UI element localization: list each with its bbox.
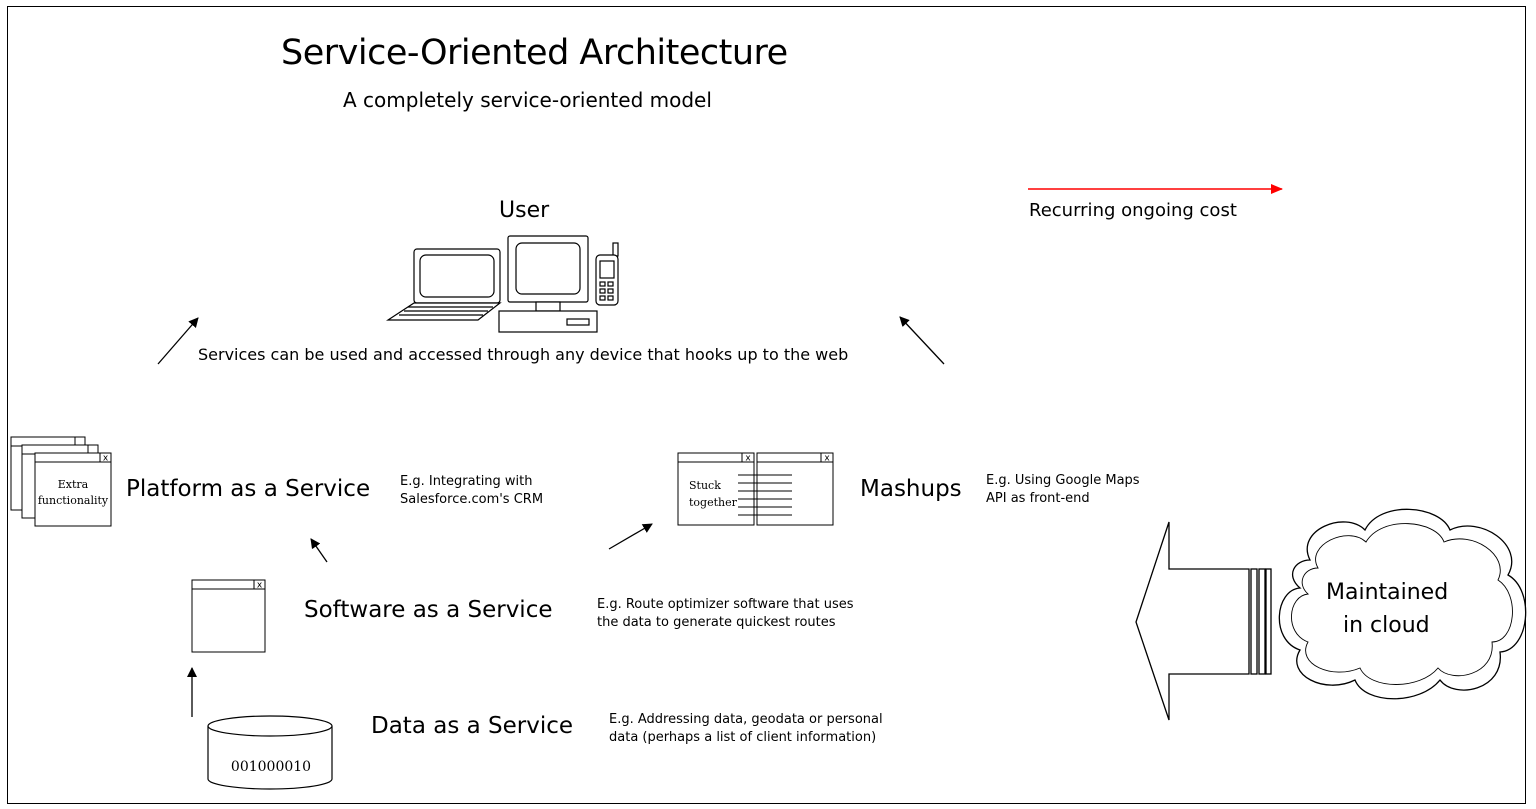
paas-icon-text-line1: Extra [58,478,89,491]
arrow-saas-to-paas [310,538,328,563]
mashups-example-line2: API as front-end [986,491,1090,506]
saas-window-icon [191,579,266,653]
saas-label: Software as a Service [304,597,553,623]
mashups-close-glyph-1: x [745,454,751,464]
mashups-windows-icon [677,452,834,526]
saas-example-line1: E.g. Route optimizer software that uses [597,597,854,612]
mashups-close-glyph-2: x [824,454,830,464]
daas-example-line2: data (perhaps a list of client informati… [609,730,877,745]
database-icon [207,715,333,790]
user-note: Services can be used and accessed throug… [198,345,849,364]
mashups-example-line1: E.g. Using Google Maps [986,473,1140,488]
paas-example-line2: Salesforce.com's CRM [400,492,544,507]
database-text: 001000010 [231,759,311,775]
large-left-arrow [1135,521,1272,721]
paas-close-glyph: x [103,454,109,464]
cloud-label-line2: in cloud [1343,613,1430,638]
paas-icon-text-line2: functionality [38,494,109,507]
cloud-icon [1278,508,1527,700]
saas-example-line2: the data to generate quickest routes [597,615,836,630]
arrow-paas-to-user [157,317,199,365]
laptop-icon [385,248,502,321]
mashups-icon-text-line2: together [689,496,738,509]
daas-label: Data as a Service [371,713,574,739]
mobile-phone-icon [595,242,619,306]
daas-example-line1: E.g. Addressing data, geodata or persona… [609,712,883,727]
paas-example-line1: E.g. Integrating with [400,474,533,489]
page-title: Service-Oriented Architecture [281,33,788,73]
diagram-frame [7,6,1526,804]
mashups-icon-text-line1: Stuck [689,479,721,492]
desktop-computer-icon [498,235,598,333]
cloud-label-line1: Maintained [1326,580,1449,605]
mashups-label: Mashups [860,476,962,502]
paas-windows-icon [10,436,112,527]
arrow-mashups-to-user [899,316,945,365]
page-subtitle: A completely service-oriented model [343,88,712,112]
arrow-saas-to-mashups [608,523,653,550]
paas-label: Platform as a Service [126,476,371,502]
saas-close-glyph: x [257,581,263,591]
legend-label: Recurring ongoing cost [1029,200,1237,221]
user-label: User [499,198,550,223]
